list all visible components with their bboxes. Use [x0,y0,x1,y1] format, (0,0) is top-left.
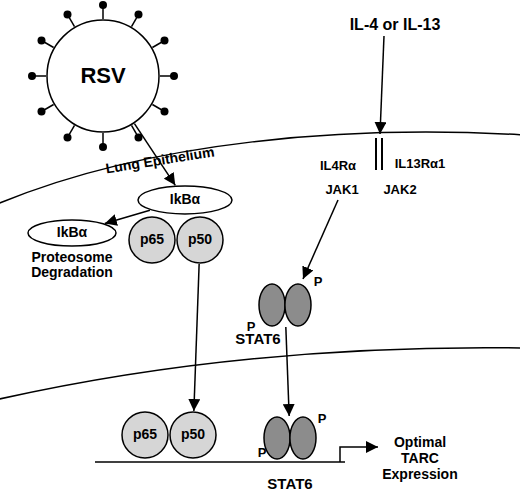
node-label: STAT6 [260,476,320,493]
monomer-ellipse [259,284,285,326]
virus-spike [35,75,46,77]
shape-ellipse [138,186,232,214]
monomer-ellipse [264,417,290,459]
jak-arrow [303,200,338,279]
signal-arrow [286,327,289,416]
subunit-circle: p50 [169,411,217,459]
spike-tip [64,11,72,19]
virus-spike [69,125,75,134]
dna-line [95,461,345,463]
transcription-arrow [340,447,378,462]
spike-tip [38,37,46,45]
receptor-label: IL13Rα1 [395,157,446,172]
node-label: IkBα [137,185,233,215]
virus-spike [152,105,162,111]
spike-tip [170,72,178,80]
subunit-circle: p50 [176,216,224,264]
degraded-ellipse: IkBαProteosome Degradation [27,219,117,247]
phosphate-mark: P [314,275,323,290]
virus-spikes [35,8,171,144]
node-label: p50 [169,411,217,459]
tissue-label: Lung Epithelium [105,143,216,176]
inhibitor-ellipse: IkBα [137,185,233,215]
node-label: STAT6 [228,331,288,348]
spike-tip [99,143,107,151]
shape-ellipse [122,412,168,458]
virus-spike [44,42,54,48]
phosphate-mark: P [318,412,327,427]
nuclear-membrane [0,348,520,400]
virus-spike [152,42,162,48]
shape-outline [263,416,317,460]
node-note: Proteosome Degradation [17,250,127,281]
shape-ellipse [28,220,116,246]
spike-tip [135,11,143,19]
outcome-label: Optimal TARC Expression [378,434,463,482]
subunit-circle: p65 [121,411,169,459]
phosphate-mark: P [247,320,256,335]
phosphate-mark: P [258,446,267,461]
shape-outline [258,283,312,327]
shape-ellipse [170,412,216,458]
spike-tip [161,37,169,45]
receptor-chain [375,138,377,170]
spike-tip [99,1,107,9]
node-label: p65 [128,216,176,264]
shape-ellipse [177,217,223,263]
subunit-circle: p65 [128,216,176,264]
monomer-ellipse [285,284,311,326]
virus-spike [102,133,104,144]
cell-membrane [0,132,520,205]
signal-arrow [194,264,199,411]
node-label: IkBα [27,219,117,247]
virus-particle: RSV [46,19,160,133]
node-label: RSV [46,19,160,133]
connector-layer [105,124,289,416]
kinase-label: JAK1 [325,183,358,198]
virus-spike [160,75,171,77]
virus-spike [132,17,138,27]
kinase-label: JAK2 [383,183,416,198]
monomer-ellipse [290,417,316,459]
shape-ellipse [129,217,175,263]
spike-tip [161,108,169,116]
virus-spike [102,8,104,19]
spike-tip [28,72,36,80]
node-label: p50 [176,216,224,264]
stat-dimer: STAT6 [263,416,317,460]
virus-spike [69,17,75,27]
stat-dimer: STAT6 [258,283,312,327]
receptor-chain [381,138,383,170]
node-label: p65 [121,411,169,459]
shape-ellipse [47,20,159,132]
cytokine-arrow [380,36,384,134]
virus-spike-tips [28,1,178,151]
stimulus-label: IL-4 or IL-13 [350,16,441,34]
spike-tip [38,108,46,116]
virus-spike [44,105,54,111]
receptor-label: IL4Rα [320,159,356,174]
spike-tip [64,134,72,142]
